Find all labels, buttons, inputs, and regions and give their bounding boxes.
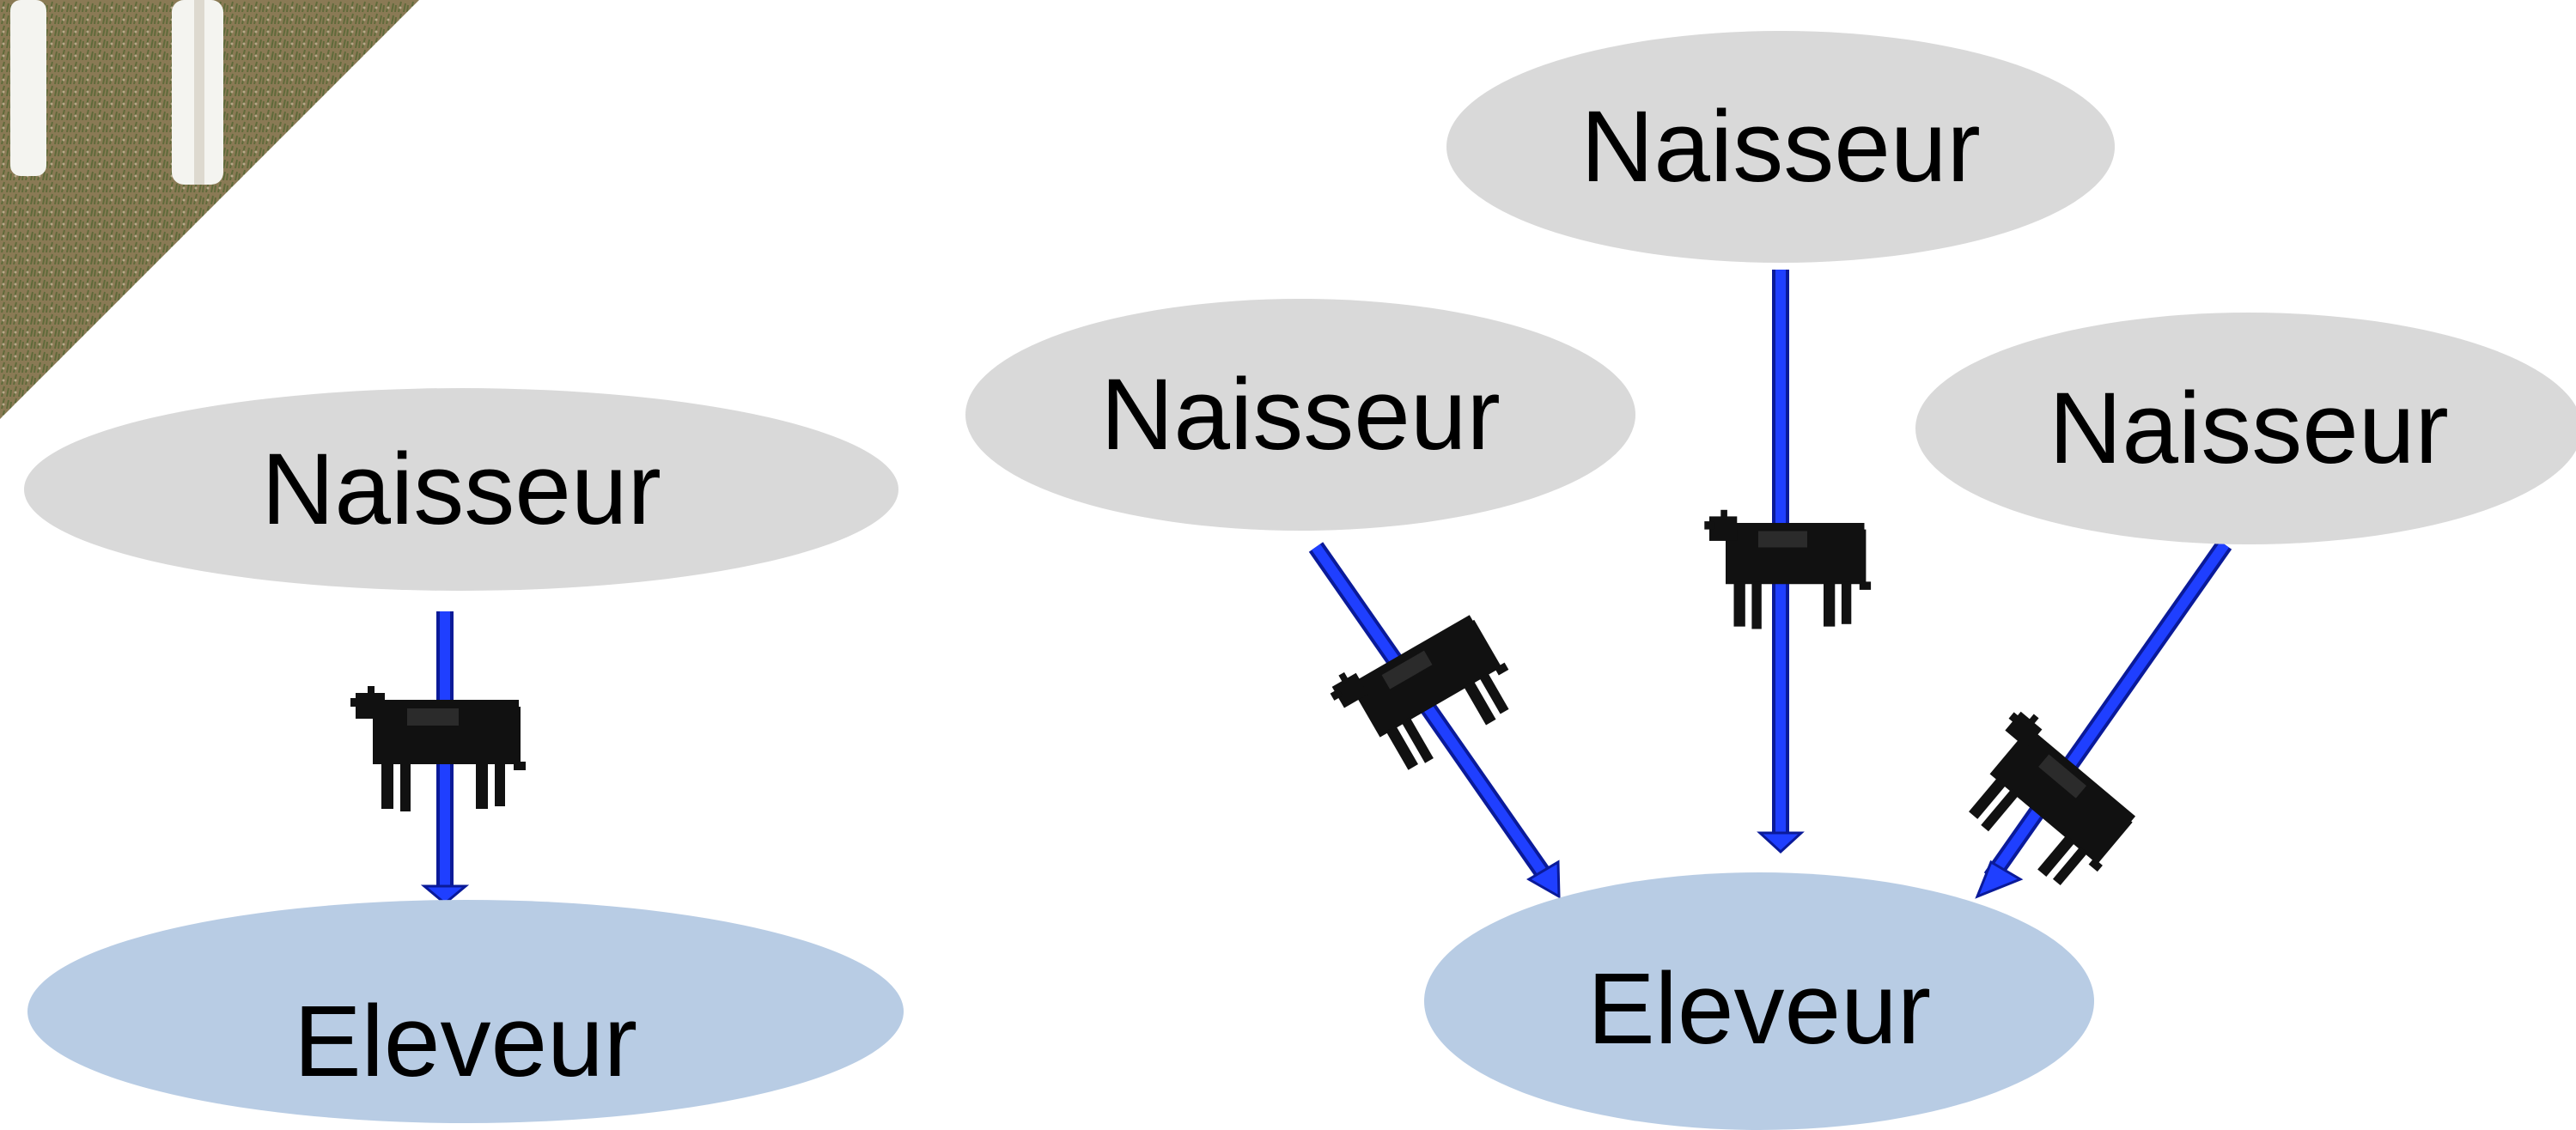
- cow-leg-photo-1: [10, 0, 46, 176]
- breeder-node-right-2: Naisseur: [1446, 31, 2115, 263]
- diagram-graphics: [0, 0, 2232, 905]
- raiser-label: Eleveur: [1586, 952, 1932, 1066]
- breeder-label: Naisseur: [1580, 90, 1981, 204]
- breeder-node-left: Naisseur: [24, 388, 898, 591]
- raiser-node-left: Eleveur: [27, 900, 904, 1123]
- breeder-label: Naisseur: [2049, 372, 2449, 485]
- cow-icon: [1945, 703, 2149, 902]
- raiser-label: Eleveur: [293, 985, 638, 1098]
- arrow-right: [1975, 539, 2232, 899]
- arrow-mid-left: [1308, 542, 1561, 899]
- breeder-label: Naisseur: [1100, 358, 1501, 471]
- breeder-node-right-3: Naisseur: [1915, 313, 2576, 544]
- cow-photo: [0, 0, 419, 419]
- cow-icon: [1324, 600, 1529, 787]
- raiser-node-right: Eleveur: [1424, 872, 2094, 1130]
- breeder-node-right-1: Naisseur: [965, 299, 1635, 531]
- breeder-label: Naisseur: [261, 433, 661, 546]
